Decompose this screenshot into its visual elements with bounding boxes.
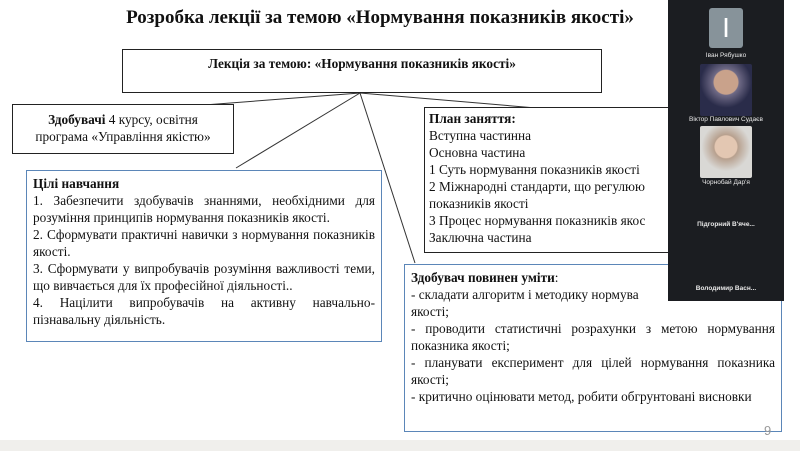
- connector-plan: [359, 92, 549, 110]
- skill-item: - складати алгоритм і методику нормува: [411, 287, 639, 302]
- participant-camera-video: [700, 64, 752, 116]
- plan-item: 2 Міжнародні стандарти, що регулюю: [429, 179, 645, 194]
- participant-name: Підгорний В'яче...: [697, 221, 755, 228]
- connector-skills: [359, 92, 416, 264]
- goals-heading: Цілі навчання: [33, 176, 120, 191]
- lecture-topic-text: Лекція за темою: «Нормування показників …: [208, 56, 516, 71]
- goal-item: 3. Сформувати у випробувачів розуміння в…: [33, 261, 375, 293]
- students-box: Здобувачі 4 курсу, освітня програма «Упр…: [12, 104, 234, 154]
- students-program: програма «Управління якістю»: [35, 129, 211, 144]
- plan-item: 1 Суть нормування показників якості: [429, 162, 640, 177]
- skills-heading: Здобувач повинен уміти: [411, 270, 555, 285]
- goal-item: 2. Сформувати практичні навички з нормув…: [33, 227, 375, 259]
- connector-goals: [235, 92, 361, 169]
- slide-title: Розробка лекції за темою «Нормування пок…: [126, 7, 634, 28]
- lesson-plan-box: План заняття: Вступна частинна Основна ч…: [424, 107, 677, 253]
- plan-item: Вступна частинна: [429, 128, 532, 143]
- learning-goals-box: Цілі навчання 1. Забезпечити здобувачів …: [26, 170, 382, 342]
- lecture-topic-box: Лекція за темою: «Нормування показників …: [122, 49, 602, 93]
- slide-right-margin: [784, 0, 800, 440]
- goal-item: 1. Забезпечити здобувачів знаннями, необ…: [33, 193, 375, 225]
- plan-item: Основна частина: [429, 145, 526, 160]
- skill-item: - планувати експеримент для цілей нормув…: [411, 355, 775, 387]
- skill-item: - проводити статистичні розрахунки з мет…: [411, 321, 775, 353]
- goal-item: 4. Націлити випробувачів на активну навч…: [33, 295, 375, 327]
- participant-avatar: І: [709, 8, 743, 48]
- students-course: 4 курсу, освітня: [105, 112, 198, 127]
- participant-tile[interactable]: Віктор Павлович Судаєв: [668, 62, 784, 124]
- plan-item: Заключна частина: [429, 230, 532, 245]
- students-label: Здобувачі: [48, 112, 106, 127]
- slide-page-number: 9: [764, 423, 772, 438]
- participant-tile[interactable]: І Іван Рябушко: [668, 0, 784, 62]
- participant-tile[interactable]: Чорнобай Дар'я: [668, 124, 784, 186]
- participant-tile[interactable]: Володимир Васн...: [668, 244, 784, 301]
- participant-name: Віктор Павлович Судаєв: [689, 116, 763, 123]
- bottom-bar: [0, 440, 800, 451]
- skill-item: якості;: [411, 304, 449, 319]
- participant-name: Володимир Васн...: [695, 285, 757, 292]
- participant-name: Іван Рябушко: [705, 52, 747, 59]
- participant-camera-video: [700, 126, 752, 178]
- plan-item: 3 Процес нормування показників якос: [429, 213, 646, 228]
- skills-heading-colon: :: [554, 270, 559, 285]
- participant-tile[interactable]: Підгорний В'яче...: [668, 186, 784, 244]
- skill-item: - критично оцінювати метод, робити обгру…: [411, 389, 752, 404]
- plan-item: показників якості: [429, 196, 529, 211]
- plan-heading: План заняття:: [429, 111, 516, 126]
- video-call-panel[interactable]: І Іван Рябушко Віктор Павлович Судаєв Чо…: [668, 0, 784, 301]
- participant-name: Чорнобай Дар'я: [702, 179, 750, 186]
